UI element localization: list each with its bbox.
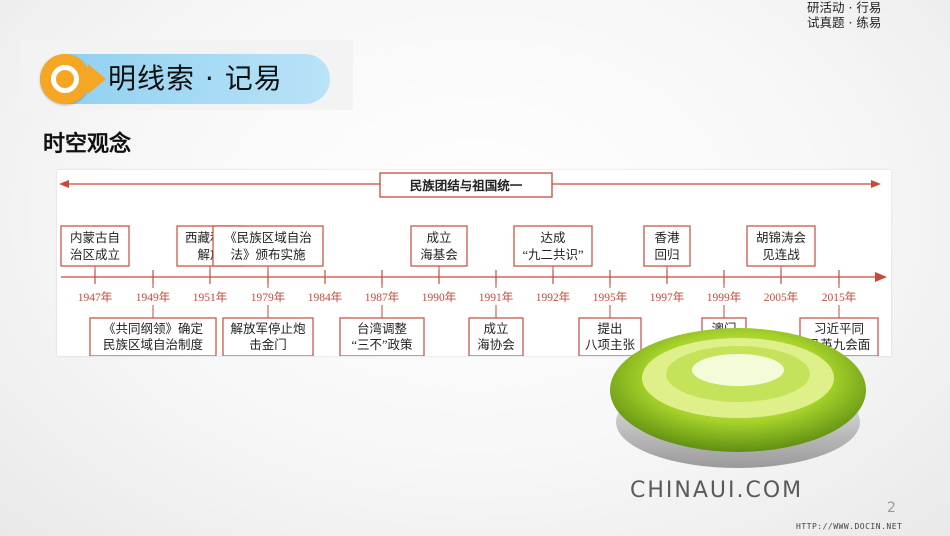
green-bowl-image: [610, 328, 866, 468]
event-text: 法》颁布实施: [230, 247, 306, 262]
event-text: 成立: [483, 321, 508, 336]
event-text: 习近平同: [814, 322, 864, 336]
event-text: 海基会: [420, 247, 458, 262]
year-label: 1997年: [650, 290, 685, 304]
header-box: [379, 172, 553, 198]
event-text: 海协会: [477, 337, 515, 352]
event-text: “三不”政策: [351, 337, 413, 352]
event-box-top: [410, 225, 468, 267]
year-label: 1995年: [593, 290, 628, 304]
year-label: 1990年: [422, 290, 457, 304]
year-label: 2005年: [764, 290, 799, 304]
year-label: 1949年: [136, 290, 171, 304]
event-text: 达成: [540, 231, 565, 245]
event-text: 见连战: [762, 247, 800, 262]
event-text: 治区成立: [70, 247, 120, 262]
axis-arrow-icon: [875, 272, 887, 282]
event-text: 提出: [597, 321, 622, 336]
event-box-top: [746, 225, 816, 267]
timeline-header: 民族团结与祖国统一: [410, 178, 523, 193]
event-text: 解放军停止炮: [230, 321, 305, 336]
nav-link-practice[interactable]: 试真题 · 练易: [807, 15, 882, 30]
ticks-group: [94, 270, 840, 284]
event-box-bottom: [578, 317, 642, 357]
footer-url: HTTP://WWW.DOCIN.NET: [796, 522, 903, 531]
event-text: 《民族区域自治: [224, 231, 312, 245]
year-label: 1992年: [536, 290, 571, 304]
event-box-top: [60, 225, 130, 267]
year-label: 1984年: [308, 290, 343, 304]
event-text: 《共同纲领》确定: [103, 321, 203, 336]
event-text: 八项主张: [585, 337, 636, 352]
event-text: 内蒙古自: [70, 230, 120, 245]
events-group: 内蒙古自治区成立西藏和平解放《民族区域自治法》颁布实施成立海基会达成“九二共识”…: [60, 225, 879, 357]
event-text: 香港: [654, 231, 680, 245]
event-box-top: [212, 225, 324, 267]
timeline-panel: 民族团结与祖国统一 1947年 1949年 1951年 1979年 1984年 1987年…: [57, 170, 891, 357]
top-nav: 研活动 · 行易 试真题 · 练易: [807, 0, 947, 30]
event-box-bottom: [89, 317, 217, 357]
year-label: 2015年: [822, 290, 857, 304]
year-label: 1999年: [707, 290, 742, 304]
event-text: 民族区域自治制度: [103, 337, 204, 352]
header-arrow-left-icon: [59, 180, 69, 188]
banner-title: 明线索 · 记易: [108, 62, 283, 95]
page-number: 2: [887, 500, 896, 516]
event-box-top: [513, 225, 593, 267]
year-label: 1979年: [251, 290, 286, 304]
event-text: 胡锦涛会: [756, 230, 807, 245]
event-text: “九二共识”: [522, 248, 583, 262]
years-group: 1947年 1949年 1951年 1979年 1984年 1987年 1990年 1991年…: [78, 290, 857, 304]
event-text: 击金门: [249, 337, 287, 352]
year-label: 1947年: [78, 290, 113, 304]
nav-link-activity[interactable]: 研活动 · 行易: [807, 0, 882, 15]
watermark-logo: CHINAUI.COM: [630, 478, 804, 503]
event-box-top: [643, 225, 691, 267]
year-label: 1991年: [479, 290, 514, 304]
event-text: 成立: [426, 230, 451, 245]
year-label: 1951年: [193, 290, 228, 304]
year-label: 1987年: [365, 290, 400, 304]
timeline-svg: 民族团结与祖国统一 1947年 1949年 1951年 1979年 1984年 1987年…: [59, 172, 887, 357]
target-icon: [40, 54, 106, 104]
header-arrow-right-icon: [871, 180, 881, 188]
event-text: 台湾调整: [357, 321, 408, 336]
section-title: 时空观念: [43, 132, 132, 157]
event-text: 回归: [654, 248, 679, 262]
